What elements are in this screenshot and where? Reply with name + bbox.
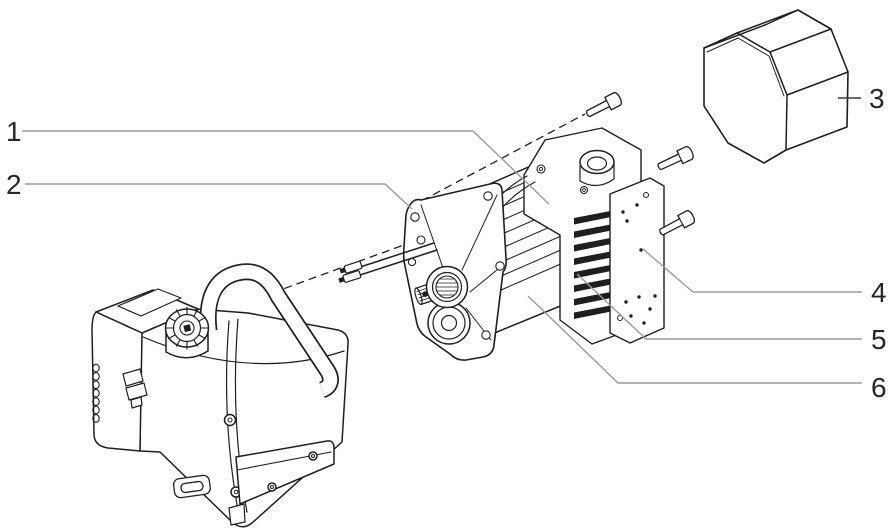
callout-label-6: 6 <box>871 372 887 403</box>
side-latch <box>122 368 148 409</box>
seam-screw-hole <box>227 417 233 423</box>
housing-bolt-center <box>582 188 586 192</box>
cord-slot <box>172 474 211 499</box>
gear-housing-plate <box>402 182 507 361</box>
screw-bottom <box>659 210 695 236</box>
motor-cover-drawing <box>703 9 849 164</box>
terminal-panel <box>609 177 665 344</box>
callout-label-3: 3 <box>869 83 885 114</box>
leader-1 <box>22 130 550 205</box>
leader-4 <box>642 248 862 293</box>
housing-bolt <box>579 185 589 195</box>
cover-rim-inner <box>706 37 785 97</box>
terminal-dots <box>621 203 657 325</box>
leader-2 <box>25 183 413 210</box>
pump-unit-drawing <box>91 263 349 528</box>
cover-front-rim <box>703 9 849 151</box>
top-boss <box>579 149 615 187</box>
mounting-screws <box>585 91 695 236</box>
screw-middle <box>657 145 694 171</box>
motor-wire-drawing <box>338 242 438 283</box>
callout-leaders <box>22 97 862 384</box>
screw-top <box>585 91 622 118</box>
bottom-tab <box>228 503 246 526</box>
seam-screw-boss <box>223 413 237 427</box>
callout-label-2: 2 <box>6 169 22 200</box>
callout-label-1: 1 <box>6 116 22 147</box>
leader-6 <box>527 295 862 384</box>
seam-screw-hole <box>233 489 239 495</box>
pressure-knob <box>164 306 210 359</box>
wire-terminal <box>342 270 362 283</box>
wire-terminal-tip <box>339 267 346 274</box>
bottom-rail <box>235 440 335 505</box>
vent-slots <box>92 363 100 423</box>
assembly-axis-dashes <box>271 113 586 294</box>
wire-terminal-tip <box>338 276 345 283</box>
carry-handle <box>199 263 339 399</box>
lower-bearing-boss <box>427 301 471 345</box>
housing-bolt <box>536 164 546 174</box>
bearing-knurl <box>435 278 459 296</box>
cover-silhouette <box>703 9 849 164</box>
plate-bolt-holes <box>407 191 505 340</box>
callout-labels: 1 2 3 4 5 6 <box>6 83 887 403</box>
motor-assembly-drawing <box>338 127 665 361</box>
plate-webs <box>420 194 504 341</box>
upper-bearing <box>425 265 469 309</box>
assembly-dash-upper <box>409 113 586 208</box>
leader-5 <box>576 273 862 340</box>
assembly-dash-lower <box>271 241 413 294</box>
housing-bolt-center <box>538 166 544 172</box>
pump-top-step <box>117 288 182 317</box>
pump-left-face <box>91 311 143 452</box>
knob-knurl <box>164 306 210 350</box>
wire-terminal <box>343 260 363 274</box>
callout-label-4: 4 <box>871 277 887 308</box>
callout-label-5: 5 <box>871 324 887 355</box>
